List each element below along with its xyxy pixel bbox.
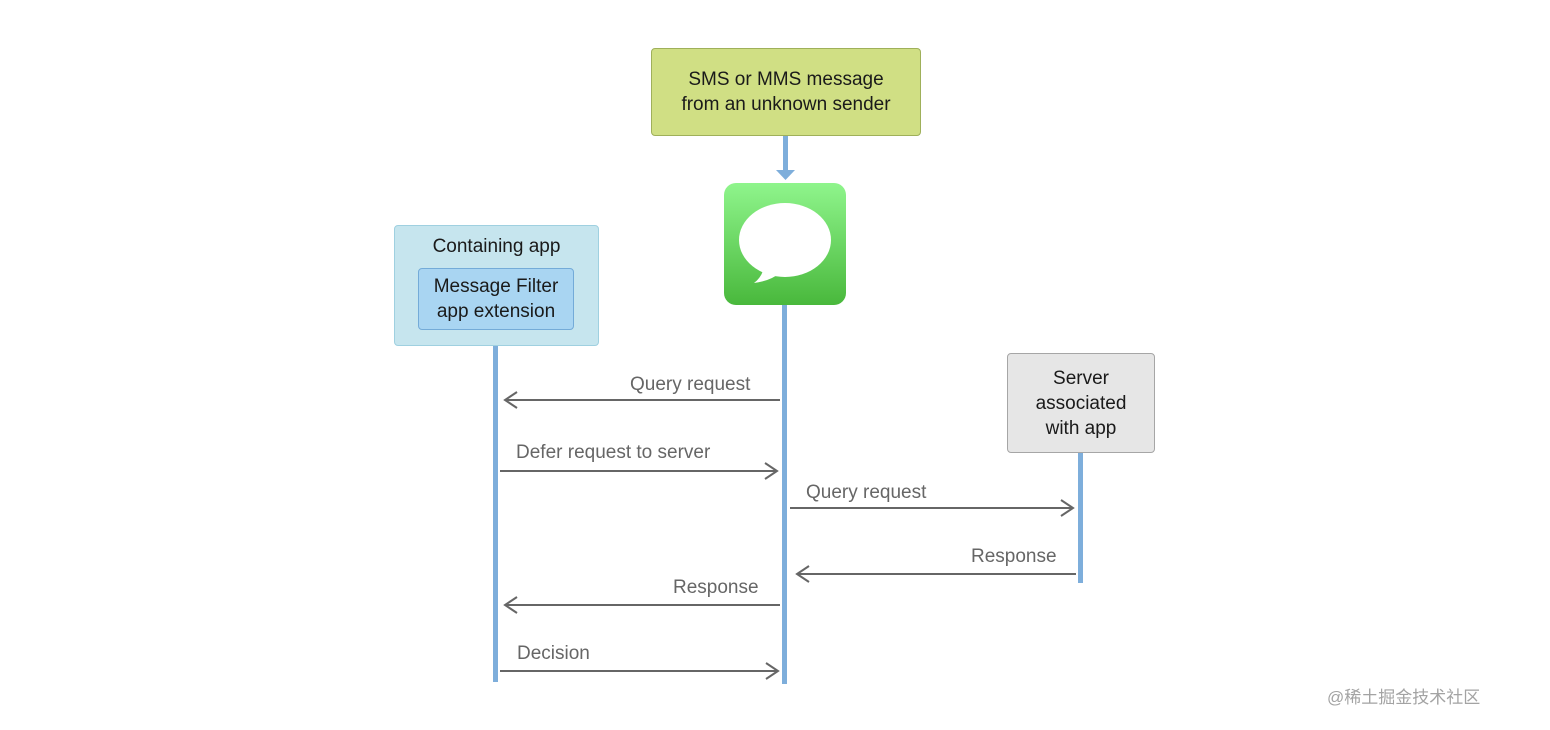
- incoming-message-arrow: [776, 136, 795, 180]
- query-request-label-1: Query request: [630, 374, 751, 395]
- message-arrow-5: [503, 596, 780, 614]
- message-filter-extension-box: Message Filter app extension: [418, 268, 574, 330]
- messages-app-icon: [724, 183, 846, 305]
- messages-lifeline: [782, 305, 787, 684]
- sms-message-text: SMS or MMS message from an unknown sende…: [681, 69, 891, 115]
- decision-label: Decision: [517, 643, 590, 664]
- server-label: Server associated with app: [1035, 367, 1127, 439]
- message-arrow-3: [790, 499, 1075, 517]
- defer-request-label: Defer request to server: [516, 442, 711, 463]
- message-arrow-2: [500, 462, 779, 480]
- message-arrow-4: [795, 565, 1076, 583]
- message-arrow-6: [500, 662, 780, 680]
- message-filter-extension-label: Message Filter app extension: [433, 276, 559, 322]
- arrowhead: [764, 462, 779, 480]
- query-request-label-2: Query request: [806, 482, 927, 503]
- arrowhead: [795, 565, 810, 583]
- arrowhead: [1060, 499, 1075, 517]
- containing-app-label: Containing app: [432, 236, 561, 257]
- speech-bubble-icon: [739, 203, 831, 283]
- message-arrow-1: [503, 391, 780, 409]
- watermark: @稀土掘金技术社区: [1327, 688, 1481, 707]
- arrowhead: [503, 391, 518, 409]
- server-box: Server associated with app: [1007, 353, 1155, 453]
- response-label-2: Response: [673, 577, 759, 598]
- sms-message-box: SMS or MMS message from an unknown sende…: [651, 48, 921, 136]
- message-arrows: [500, 391, 1076, 680]
- arrowhead: [503, 596, 518, 614]
- server-lifeline: [1078, 453, 1083, 583]
- extension-lifeline: [493, 330, 498, 682]
- response-label-1: Response: [971, 546, 1057, 567]
- arrowhead: [765, 662, 780, 680]
